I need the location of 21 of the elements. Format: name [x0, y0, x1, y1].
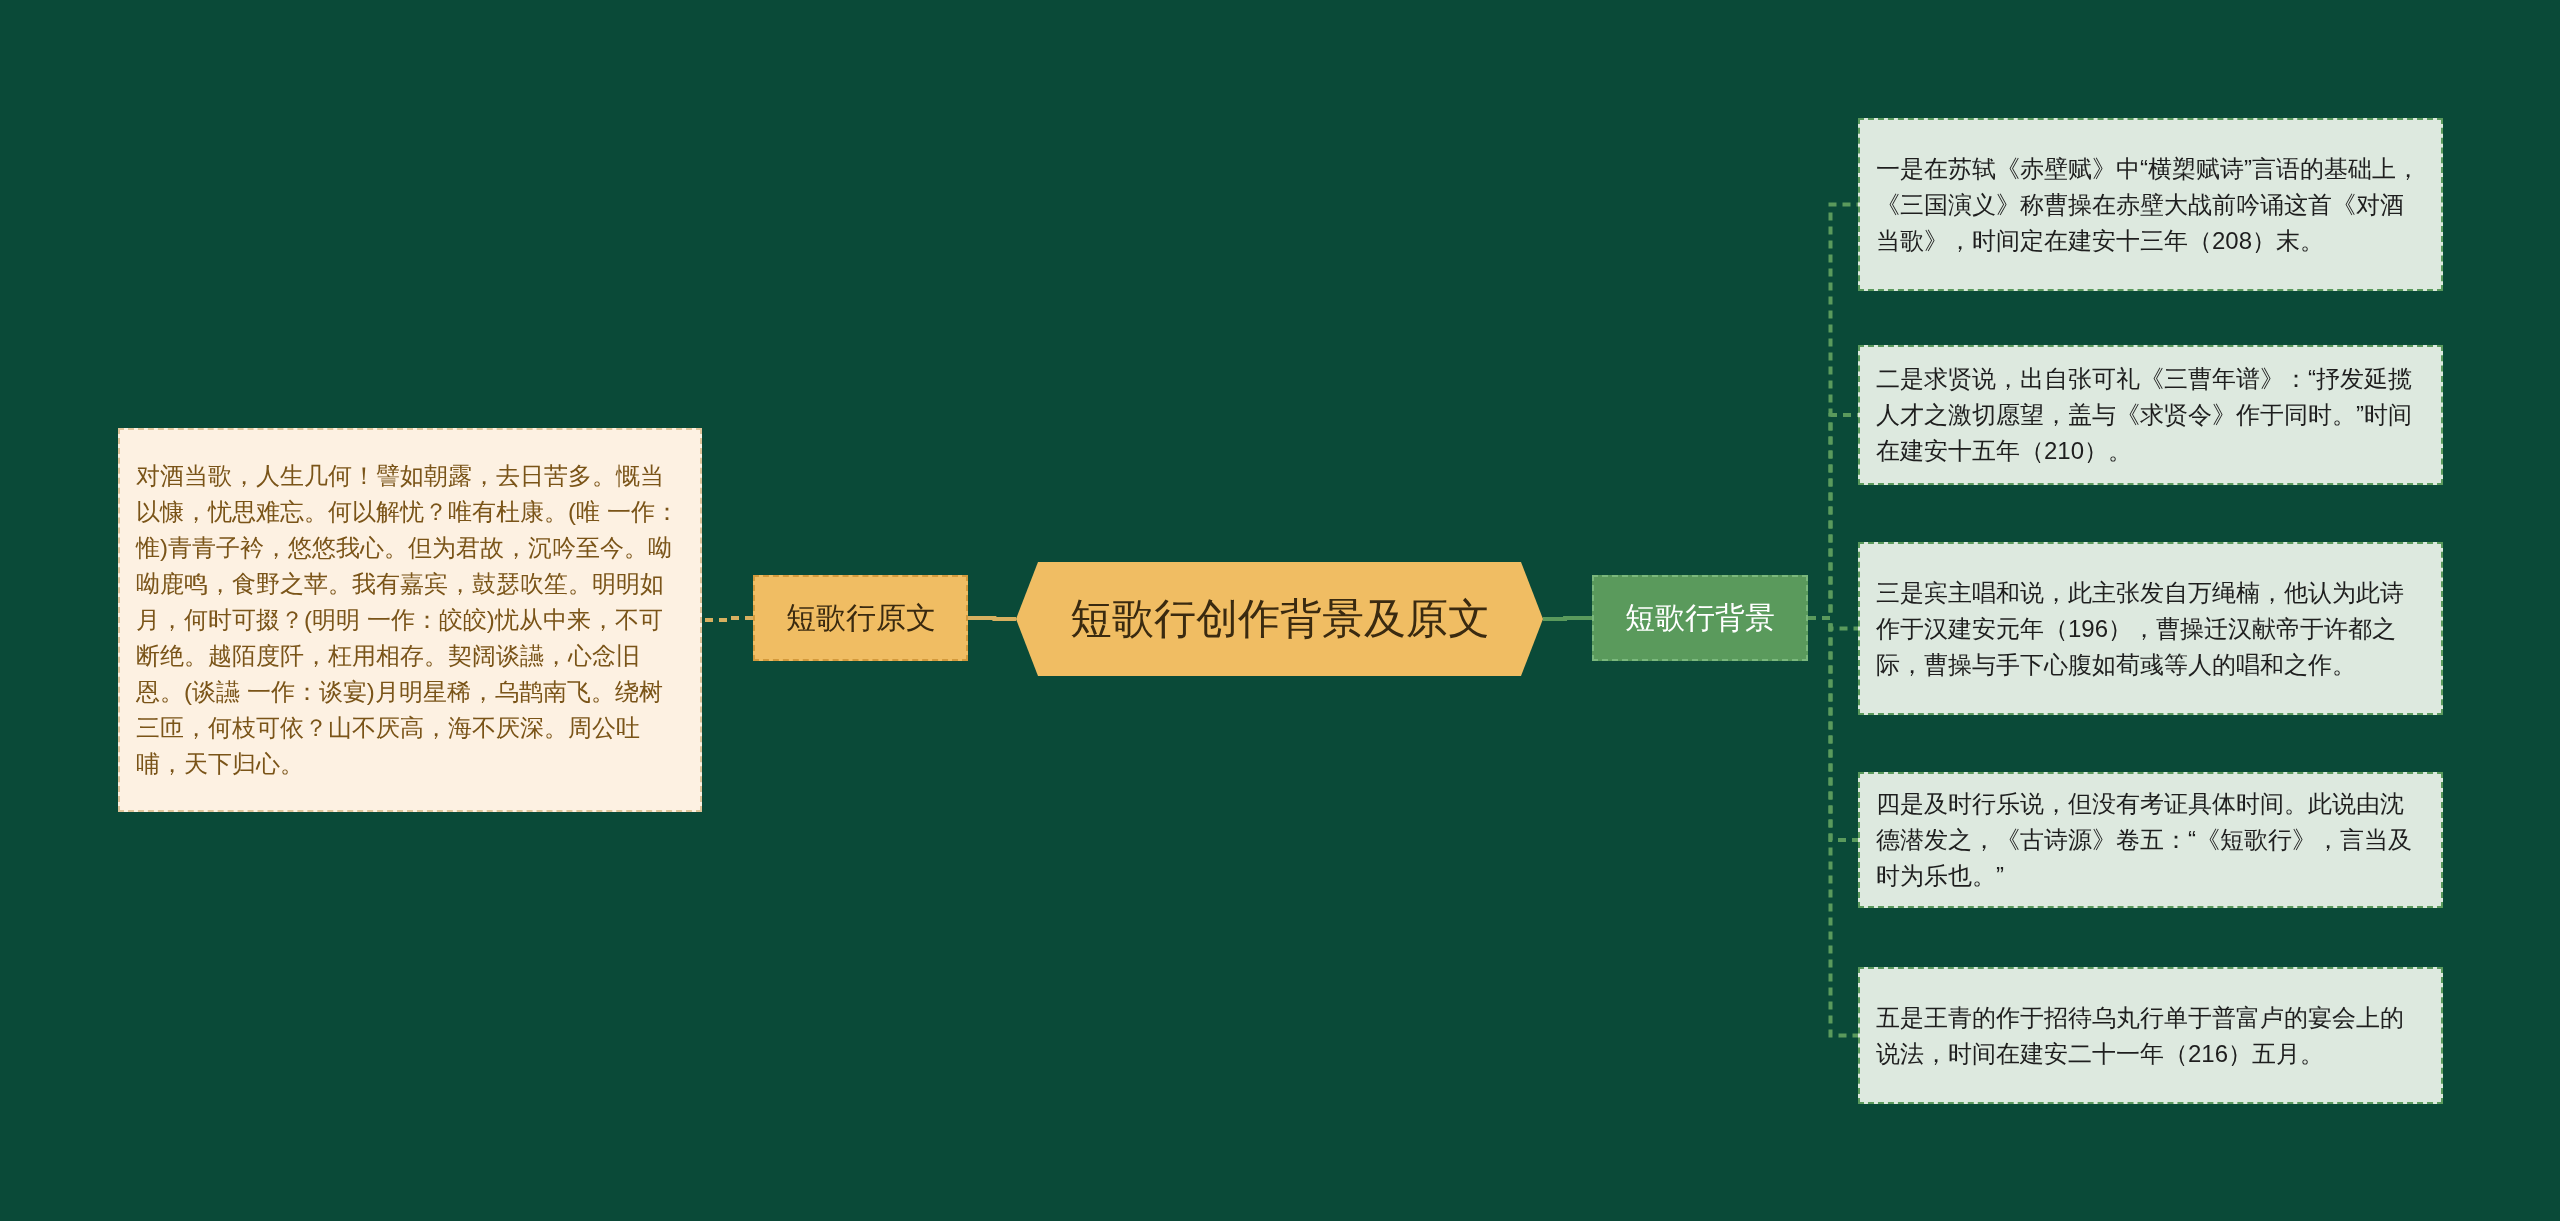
poem-text: 对酒当歌，人生几何！譬如朝露，去日苦多。慨当以慷，忧思难忘。何以解忧？唯有杜康。(唯 一作：惟)青青子衿，悠悠我心。但为君故，沉吟至今。呦呦鹿鸣，食野之苹。我有嘉宾，鼓瑟吹笙。明明如月，何时可掇？(明明 一作：皎皎)忧从中来，不可断绝。越陌度阡，枉用相存。契阔谈讌，心念旧恩。(谈讌 一作：谈宴)月明星稀，乌鹊南飞。绕树三匝，何枝可依？山不厌高，海不厌深。周公吐哺，天下归心。	[136, 461, 680, 779]
note-box	[118, 428, 702, 812]
note-box	[1858, 118, 2443, 291]
note-text: 五是王青的作于招待乌丸行单于普富卢的宴会上的说法，时间在建安二十一年（216）五月。	[1876, 1002, 2405, 1069]
branch-box	[753, 575, 968, 661]
branch-label: 短歌行背景	[1625, 600, 1775, 636]
connector-line	[1543, 616, 1592, 621]
connector-line	[1808, 616, 1858, 1038]
note-text: 二是求贤说，出自张可礼《三曹年谱》：“抒发延揽人才之激切愿望，盖与《求贤令》作于同时。”时间在建安十五年（210）。	[1876, 364, 2413, 466]
note-box	[1858, 345, 2443, 485]
note-text: 三是宾主唱和说，此主张发自万绳楠，他认为此诗作于汉建安元年（196），曹操迁汉献帝于许都之际，曹操与手下心腹如荀彧等人的唱和之作。	[1876, 577, 2405, 680]
note-box	[1858, 967, 2443, 1104]
connector-line	[702, 616, 753, 622]
connector-line	[968, 616, 1016, 621]
topic-title: 短歌行创作背景及原文	[1069, 593, 1490, 644]
branch-box	[1592, 575, 1808, 661]
note-text: 一是在苏轼《赤壁赋》中“横槊赋诗”言语的基础上，《三国演义》称曹操在赤壁大战前吟诵这首《对酒当歌》，时间定在建安十三年（208）末。	[1876, 153, 2421, 256]
note-box	[1858, 772, 2443, 908]
note-text: 四是及时行乐说，但没有考证具体时间。此说由沈德潜发之，《古诗源》卷五：“《短歌行》，言当及时为乐也。”	[1876, 789, 2413, 891]
note-box	[1858, 542, 2443, 715]
branch-label: 短歌行原文	[785, 600, 936, 636]
